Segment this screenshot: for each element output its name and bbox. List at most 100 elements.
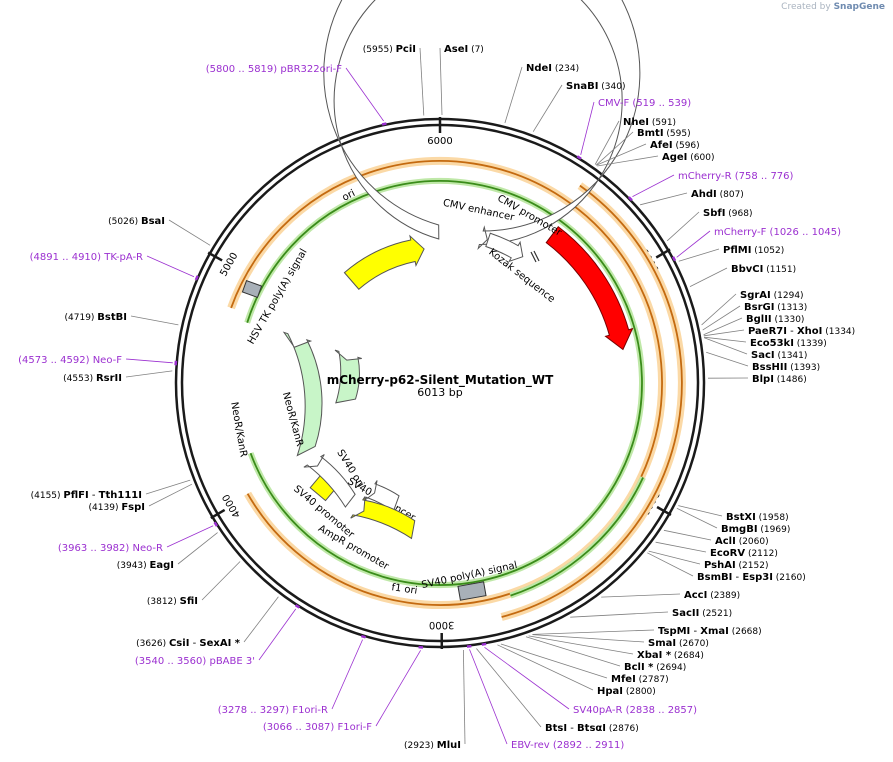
enzyme-label-sgrai[interactable]: SgrAI (1294): [740, 290, 804, 301]
enzyme-label-part: NheI: [623, 117, 649, 128]
feature-label-ori: ori: [341, 188, 358, 204]
enzyme-label-sacii[interactable]: SacII (2521): [672, 608, 732, 619]
enzyme-label-part: BtsαI: [577, 723, 606, 734]
enzyme-label-part: -: [732, 572, 742, 583]
enzyme-label-bstbi[interactable]: (4719) BstBI: [65, 312, 128, 323]
enzyme-label-bglii[interactable]: BglII (1330): [746, 314, 804, 325]
enzyme-label-part: EagI: [150, 560, 174, 571]
enzyme-label-asei[interactable]: AseI (7): [444, 44, 484, 55]
enzyme-label-f1ori_f[interactable]: (3066 .. 3087) F1ori-F: [263, 722, 372, 733]
enzyme-label-mcherry_r[interactable]: mCherry-R (758 .. 776): [678, 171, 794, 182]
primer-site-pbabe3: [294, 604, 301, 609]
enzyme-label-bsrgi[interactable]: BsrGI (1313): [744, 302, 807, 313]
enzyme-label-pcii[interactable]: (5955) PciI: [363, 44, 416, 55]
enzyme-label-part: (3540 .. 3560): [135, 656, 210, 667]
enzyme-label-pbabe3[interactable]: (3540 .. 3560) pBABE 3': [135, 656, 255, 667]
enzyme-label-tkpa_r[interactable]: (4891 .. 4910) TK-pA-R: [30, 252, 143, 263]
enzyme-label-part: (2152): [736, 561, 769, 571]
enzyme-label-bmgbi[interactable]: BmgBI (1969): [721, 524, 790, 535]
enzyme-label-bsmbi[interactable]: BsmBI - Esp3I (2160): [697, 572, 806, 583]
primer-site-f1ori_r: [360, 634, 366, 639]
enzyme-label-saci[interactable]: SacI (1341): [751, 350, 807, 361]
leader-neo_r: [166, 525, 214, 548]
enzyme-label-pshai[interactable]: PshAI (2152): [704, 560, 768, 571]
enzyme-label-part: BssHII: [752, 362, 787, 373]
enzyme-label-acli[interactable]: AclI (2060): [715, 536, 769, 547]
enzyme-label-part: (2160): [773, 573, 806, 583]
enzyme-label-fspi[interactable]: (4139) FspI: [89, 502, 145, 513]
enzyme-label-part: EcoRV: [710, 548, 745, 559]
enzyme-label-part: (1330): [772, 315, 805, 325]
enzyme-label-neo_r[interactable]: (3963 .. 3982) Neo-R: [58, 543, 163, 554]
enzyme-label-bstxi[interactable]: BstXI (1958): [726, 512, 789, 523]
center-text: mCherry-p62-Silent_Mutation_WT 6013 bp: [327, 373, 554, 399]
enzyme-label-part: AfeI: [650, 140, 673, 151]
enzyme-label-sfii[interactable]: (3812) SfiI: [147, 596, 198, 607]
enzyme-label-pflmi[interactable]: PflMI (1052): [723, 245, 784, 256]
enzyme-label-part: (234): [552, 64, 579, 74]
leader-mfei: [500, 643, 608, 679]
enzyme-label-eagi[interactable]: (3943) EagI: [117, 560, 174, 571]
snapgene-logo: SnapGene: [833, 2, 885, 12]
enzyme-label-tspmi[interactable]: TspMI - XmaI (2668): [658, 626, 762, 637]
enzyme-label-bmti[interactable]: BmtI (595): [637, 128, 691, 139]
enzyme-label-part: (1339): [794, 339, 827, 349]
enzyme-label-snabi[interactable]: SnaBI (340): [566, 81, 625, 92]
leader-bmti: [595, 131, 634, 166]
enzyme-label-part: (1486): [774, 375, 807, 385]
enzyme-label-mfei[interactable]: MfeI (2787): [611, 674, 669, 685]
enzyme-label-hpai[interactable]: HpaI (2800): [597, 686, 656, 697]
enzyme-label-part: PciI: [396, 44, 416, 55]
enzyme-label-smai[interactable]: SmaI (2670): [648, 638, 709, 649]
enzyme-label-part: (2923): [404, 741, 437, 751]
enzyme-label-ndei[interactable]: NdeI (234): [526, 63, 579, 74]
tick-label: 6000: [427, 136, 452, 147]
enzyme-label-sv40pa_r[interactable]: SV40pA-R (2838 .. 2857): [573, 705, 697, 716]
enzyme-label-part: -: [567, 723, 577, 734]
green-orf-arrow: [510, 477, 644, 597]
enzyme-label-part: RsrII: [96, 373, 122, 384]
enzyme-label-mlui[interactable]: (2923) MluI: [404, 740, 461, 751]
enzyme-label-part: PflMI: [723, 245, 751, 256]
leader-bbvci: [689, 267, 728, 287]
enzyme-label-blpi[interactable]: BlpI (1486): [752, 374, 807, 385]
enzyme-label-xbai[interactable]: XbaI * (2684): [637, 650, 704, 661]
enzyme-label-part: (1334): [822, 327, 855, 337]
enzyme-label-csii[interactable]: (3626) CsiI - SexAI *: [136, 638, 241, 649]
primer-site-sv40pa_r: [481, 642, 487, 646]
enzyme-label-part: -: [787, 326, 797, 337]
tick-mark: [656, 505, 672, 517]
enzyme-label-ecorv[interactable]: EcoRV (2112): [710, 548, 778, 559]
tick-label: 4000: [221, 492, 243, 520]
enzyme-label-nhei[interactable]: NheI (591): [623, 117, 676, 128]
enzyme-label-part: F1ori-R: [292, 705, 328, 716]
enzyme-label-eco53ki[interactable]: Eco53kI (1339): [750, 338, 827, 349]
enzyme-label-cmv_f[interactable]: CMV-F (519 .. 539): [598, 98, 691, 109]
enzyme-label-rsrii[interactable]: (4553) RsrII: [63, 373, 122, 384]
enzyme-label-agei[interactable]: AgeI (600): [662, 152, 714, 163]
leader-sgrai: [701, 293, 737, 326]
hsv-tk-polya-box: [241, 279, 263, 299]
enzyme-label-neo_f[interactable]: (4573 .. 4592) Neo-F: [18, 355, 122, 366]
enzyme-label-part: TK-pA-R: [103, 252, 143, 263]
enzyme-label-mcherry_f[interactable]: mCherry-F (1026 .. 1045): [714, 227, 841, 238]
enzyme-label-acci[interactable]: AccI (2389): [684, 590, 740, 601]
enzyme-label-part: (2787): [636, 675, 669, 685]
enzyme-label-sfii_a[interactable]: SbfI (968): [703, 208, 753, 219]
enzyme-label-pbr322[interactable]: (5800 .. 5819) pBR322ori-F: [206, 64, 342, 75]
enzyme-label-paer7i[interactable]: PaeR7I - XhoI (1334): [748, 326, 855, 337]
enzyme-label-btsi[interactable]: BtsI - BtsαI (2876): [545, 723, 639, 734]
leader-tkpa_r: [146, 255, 195, 278]
enzyme-label-f1ori_r[interactable]: (3278 .. 3297) F1ori-R: [218, 705, 328, 716]
leader-acli: [663, 529, 712, 541]
enzyme-label-pflfi[interactable]: (4155) PflFI - Tth111I: [31, 490, 142, 501]
enzyme-label-bcli[interactable]: BclI * (2694): [624, 662, 686, 673]
enzyme-label-ebv_rev[interactable]: EBV-rev (2892 .. 2911): [511, 740, 624, 751]
enzyme-label-ahdi[interactable]: AhdI (807): [691, 189, 744, 200]
enzyme-label-bsshii[interactable]: BssHII (1393): [752, 362, 820, 373]
enzyme-label-bbvci[interactable]: BbvCI (1151): [731, 264, 796, 275]
enzyme-label-bsai[interactable]: (5026) BsaI: [108, 216, 165, 227]
enzyme-label-afei[interactable]: AfeI (596): [650, 140, 700, 151]
enzyme-label-part: BsmBI: [697, 572, 732, 583]
enzyme-label-part: (4573 .. 4592): [18, 355, 93, 366]
